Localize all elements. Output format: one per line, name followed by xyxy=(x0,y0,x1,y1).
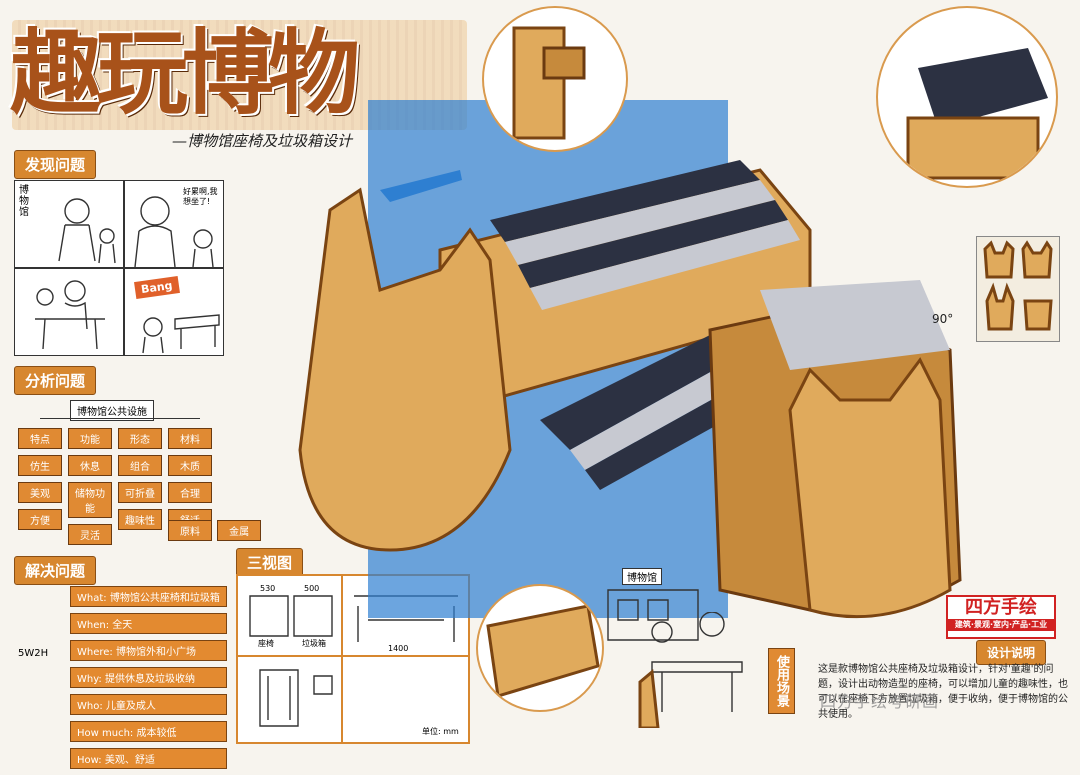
tree-node: 休息 xyxy=(68,455,112,476)
three-views-panel: 座椅 垃圾箱 530 500 1400 单位: mm xyxy=(236,574,470,744)
seat-stripe xyxy=(530,220,800,310)
edge-detail-drawing xyxy=(486,604,600,698)
tree-node: 可折叠 xyxy=(118,482,162,503)
seat-stripe xyxy=(518,200,788,288)
design-description: 这是款博物馆公共座椅及垃圾箱设计，针对'童趣'的问题，设计出动物造型的座椅，可以… xyxy=(818,664,1068,720)
section-label-three-views: 三视图 xyxy=(236,548,304,577)
list-item: Who: 儿童及成人 xyxy=(70,694,227,715)
tree-connector xyxy=(40,418,200,419)
tree-node: 趣味性 xyxy=(118,509,162,530)
sketch-panel-2-text: 好累啊,我想坐了! xyxy=(183,187,218,206)
tree-node: 美观 xyxy=(18,482,62,503)
list-item: When: 全天 xyxy=(70,613,227,634)
solve-side-label: 5W2H xyxy=(18,648,49,659)
brand-subtitle: 建筑·景观·室内·产品·工业 xyxy=(948,619,1054,631)
scene-building: 博物馆 xyxy=(598,560,768,650)
under-stripe xyxy=(540,330,750,450)
tree-col-2: 功能 休息 储物功能 灵活 xyxy=(68,428,112,545)
unit-note: 单位: mm xyxy=(422,727,459,736)
tree-node: 灵活 xyxy=(68,524,112,545)
building-sketch xyxy=(607,589,699,641)
seat-stripe xyxy=(490,160,760,242)
tree-col-5: 原料 金属 xyxy=(168,520,262,541)
people-sketch xyxy=(638,611,743,730)
animal-shape-options xyxy=(976,236,1060,342)
list-item: What: 博物馆公共座椅和垃圾箱 xyxy=(70,586,227,607)
tree-node: 储物功能 xyxy=(68,482,112,518)
section-label-discover: 发现问题 xyxy=(14,150,97,179)
dim-530: 530 xyxy=(260,584,276,593)
view-label-seat: 座椅 xyxy=(258,639,274,648)
scene-people xyxy=(632,611,762,730)
sketch-panel-3 xyxy=(14,268,124,356)
tree-node: 方便 xyxy=(18,509,62,530)
list-item: Where: 博物馆外和小广场 xyxy=(70,640,227,661)
dim-1400: 1400 xyxy=(388,644,409,653)
cat-head-panel xyxy=(298,187,512,552)
detail-circle-edge xyxy=(476,584,604,712)
list-item: Why: 提供休息及垃圾收纳 xyxy=(70,667,227,688)
tree-node: 功能 xyxy=(68,428,112,449)
poster-subtitle: —博物馆座椅及垃圾箱设计 xyxy=(172,132,353,150)
watermark: 四方手绘考研画 xyxy=(820,692,940,711)
solve-list: What: 博物馆公共座椅和垃圾箱 When: 全天 Where: 博物馆外和小… xyxy=(70,586,227,775)
tree-node: 木质 xyxy=(168,455,212,476)
tree-node: 原料 xyxy=(168,520,212,541)
section-label-solve: 解决问题 xyxy=(14,556,97,585)
detail-circle-lid xyxy=(876,6,1058,188)
joint-detail-drawing xyxy=(512,26,586,140)
tree-col-3: 形态 组合 可折叠 趣味性 xyxy=(118,428,162,530)
list-item: How: 美观、舒适 xyxy=(70,748,227,769)
direction-arrow xyxy=(380,170,462,202)
brand-stamp: 四方手绘 建筑·景观·室内·产品·工业 xyxy=(946,595,1056,639)
tree-node: 金属 xyxy=(217,520,262,541)
sketch-figure-bench xyxy=(142,314,220,354)
brand-name: 四方手绘 xyxy=(965,597,1037,618)
trash-bin-lid xyxy=(760,280,950,370)
building-sign: 博物馆 xyxy=(622,568,662,585)
animal-icons xyxy=(983,240,1053,331)
sketch-panel-2: 好累啊,我想坐了! xyxy=(124,180,224,268)
section-label-usage: 使用场景 xyxy=(768,648,795,714)
analysis-tree: 特点 仿生 美观 方便 功能 休息 储物功能 灵活 形态 组合 可折叠 趣味性 … xyxy=(18,428,218,545)
detail-circle-joint xyxy=(482,6,628,152)
sketch-figure-sitting xyxy=(35,280,105,350)
tree-node: 合理 xyxy=(168,482,212,503)
poster-title: 趣玩博物 xyxy=(10,19,360,127)
tree-node: 组合 xyxy=(118,455,162,476)
list-item: How much: 成本较低 xyxy=(70,721,227,742)
seat-stripe xyxy=(505,180,775,265)
section-label-design: 设计说明 xyxy=(976,640,1047,665)
sketch-figure-child xyxy=(58,198,116,264)
sketch-panel-4: Bang xyxy=(124,268,224,356)
dim-500: 500 xyxy=(304,584,320,593)
tree-node: 特点 xyxy=(18,428,62,449)
analysis-root: 博物馆公共设施 xyxy=(70,400,154,421)
trash-bin-cat-face xyxy=(788,357,952,619)
tree-node: 仿生 xyxy=(18,455,62,476)
tree-node: 材料 xyxy=(168,428,212,449)
view-label-bin: 垃圾箱 xyxy=(302,639,326,648)
main-render xyxy=(298,160,962,619)
lid-detail-drawing xyxy=(906,48,1048,180)
tree-col-4: 材料 木质 合理 舒适 xyxy=(168,428,212,530)
tree-col-1: 特点 仿生 美观 方便 xyxy=(18,428,62,530)
tree-node: 形态 xyxy=(118,428,162,449)
sketch-panel-1: 博物馆 xyxy=(14,180,124,268)
rotation-angle: 90° xyxy=(932,312,954,326)
sketch-figure-adult xyxy=(134,196,214,268)
sketch-panel-1-text: 博物馆 xyxy=(19,185,29,218)
section-label-analyze: 分析问题 xyxy=(14,366,97,395)
